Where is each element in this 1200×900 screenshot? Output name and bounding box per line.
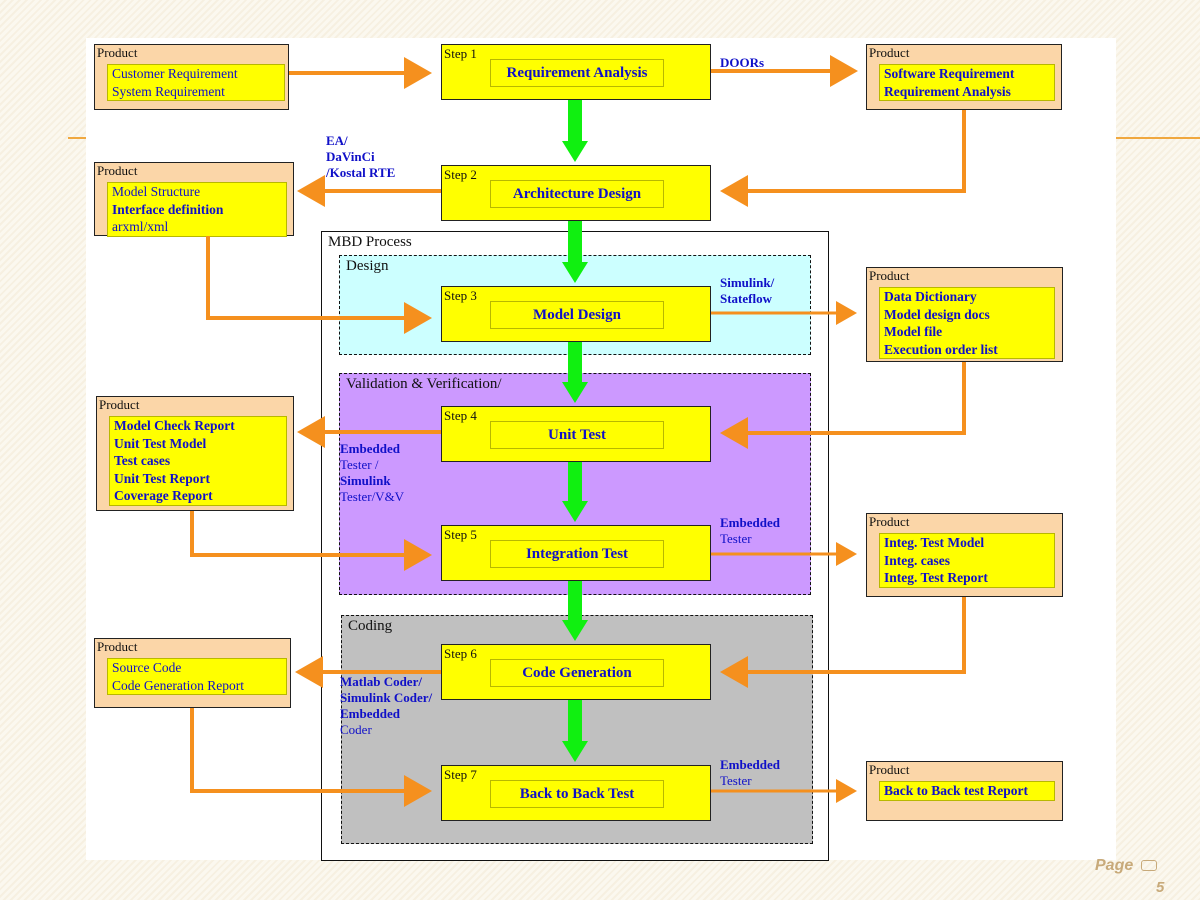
product-model-structure: Product Model Structure Interface defini… bbox=[94, 162, 294, 237]
product-b2b-report: Product Back to Back test Report bbox=[866, 761, 1063, 821]
step-number: Step 5 bbox=[444, 527, 477, 542]
step-title: Back to Back Test bbox=[490, 780, 664, 808]
step-number: Step 3 bbox=[444, 288, 477, 303]
flow-arrow-4-5 bbox=[562, 462, 588, 522]
step-5[interactable]: Step 5 Integration Test bbox=[441, 525, 711, 581]
step-1[interactable]: Step 1 Requirement Analysis bbox=[441, 44, 711, 100]
product-item: Unit Test Report bbox=[114, 470, 211, 486]
product-item: Integ. cases bbox=[884, 552, 950, 568]
connectors bbox=[190, 55, 966, 807]
page-icon bbox=[1140, 860, 1157, 872]
product-label: Product bbox=[97, 163, 138, 178]
product-label: Product bbox=[869, 268, 910, 283]
tool-doors: DOORs bbox=[720, 55, 765, 70]
product-item: Software Requirement bbox=[884, 66, 1015, 81]
product-label: Product bbox=[869, 514, 910, 529]
product-item: System Requirement bbox=[112, 83, 225, 99]
product-item: Code Generation Report bbox=[112, 677, 244, 693]
step-title: Requirement Analysis bbox=[490, 59, 664, 87]
flow-arrow-3-4 bbox=[562, 342, 588, 403]
step-7[interactable]: Step 7 Back to Back Test bbox=[441, 765, 711, 821]
step-number: Step 4 bbox=[444, 408, 477, 423]
step-2[interactable]: Step 2 Architecture Design bbox=[441, 165, 711, 221]
product-item: Model file bbox=[884, 324, 943, 339]
product-item: Model Check Report bbox=[114, 418, 235, 433]
product-item: Data Dictionary bbox=[884, 289, 977, 304]
product-label: Product bbox=[99, 397, 140, 412]
product-item: Coverage Report bbox=[114, 488, 213, 503]
coding-label: Coding bbox=[348, 618, 393, 634]
product-item: Back to Back test Report bbox=[884, 783, 1028, 798]
step-title: Architecture Design bbox=[490, 180, 664, 208]
flow-arrow-6-7 bbox=[562, 700, 588, 762]
arrow-model-structure-to-step3 bbox=[206, 236, 432, 334]
flow-arrow-5-6 bbox=[562, 581, 588, 641]
product-customer-requirements: Product Customer Requirement System Requ… bbox=[94, 44, 289, 110]
product-label: Product bbox=[869, 45, 910, 60]
product-item: Model Structure bbox=[112, 184, 201, 199]
product-item: Integ. Test Report bbox=[884, 570, 988, 585]
vv-label: Validation & Verification/ bbox=[346, 376, 502, 392]
arrow-model-design-to-step4 bbox=[720, 362, 966, 449]
product-label: Product bbox=[97, 639, 138, 654]
step-title: Model Design bbox=[490, 301, 664, 329]
arrow-unit-test-to-step5 bbox=[190, 511, 432, 571]
mbd-process-label: MBD Process bbox=[328, 234, 412, 250]
product-source-code: Product Source Code Code Generation Repo… bbox=[94, 638, 291, 708]
step-3[interactable]: Step 3 Model Design bbox=[441, 286, 711, 342]
product-unit-test: Product Model Check Report Unit Test Mod… bbox=[96, 396, 294, 511]
step-title: Unit Test bbox=[490, 421, 664, 449]
product-item: Interface definition bbox=[112, 201, 224, 217]
product-item: Test cases bbox=[114, 453, 171, 468]
arrow-source-code-to-step7 bbox=[190, 708, 432, 807]
arrow-integ-to-step6 bbox=[720, 597, 966, 688]
product-label: Product bbox=[869, 762, 910, 777]
product-integration-test: Product Integ. Test Model Integ. cases I… bbox=[866, 513, 1063, 597]
design-label: Design bbox=[346, 258, 389, 274]
step-title: Integration Test bbox=[490, 540, 664, 568]
decor-line-left bbox=[68, 137, 88, 139]
tool-ea: EA/DaVinCi/Kostal RTE bbox=[326, 133, 396, 180]
flow-arrow-2-3 bbox=[562, 221, 588, 283]
product-item: arxml/xml bbox=[112, 219, 169, 234]
product-item: Unit Test Model bbox=[114, 435, 207, 451]
decor-line-right bbox=[1116, 137, 1200, 139]
product-label: Product bbox=[97, 45, 138, 60]
product-model-design: Product Data Dictionary Model design doc… bbox=[866, 267, 1063, 362]
step-title: Code Generation bbox=[490, 659, 664, 687]
product-item: Customer Requirement bbox=[112, 66, 238, 81]
page-label: Page bbox=[1095, 857, 1157, 875]
step-number: Step 1 bbox=[444, 46, 477, 61]
product-item: Model design docs bbox=[884, 306, 990, 322]
step-number: Step 6 bbox=[444, 646, 477, 661]
product-item: Execution order list bbox=[884, 341, 998, 357]
product-item: Integ. Test Model bbox=[884, 535, 985, 550]
product-item: Requirement Analysis bbox=[884, 83, 1011, 99]
page-number: 5 bbox=[1156, 879, 1165, 896]
step-6[interactable]: Step 6 Code Generation bbox=[441, 644, 711, 700]
step-number: Step 2 bbox=[444, 167, 477, 182]
product-software-requirements: Product Software Requirement Requirement… bbox=[866, 44, 1062, 110]
step-number: Step 7 bbox=[444, 767, 477, 782]
tool-simulink: Simulink/Stateflow bbox=[720, 275, 775, 306]
arrow-swreq-to-step2 bbox=[720, 110, 966, 207]
product-item: Source Code bbox=[112, 660, 182, 675]
flow-arrow-1-2 bbox=[562, 100, 588, 162]
step-4[interactable]: Step 4 Unit Test bbox=[441, 406, 711, 462]
